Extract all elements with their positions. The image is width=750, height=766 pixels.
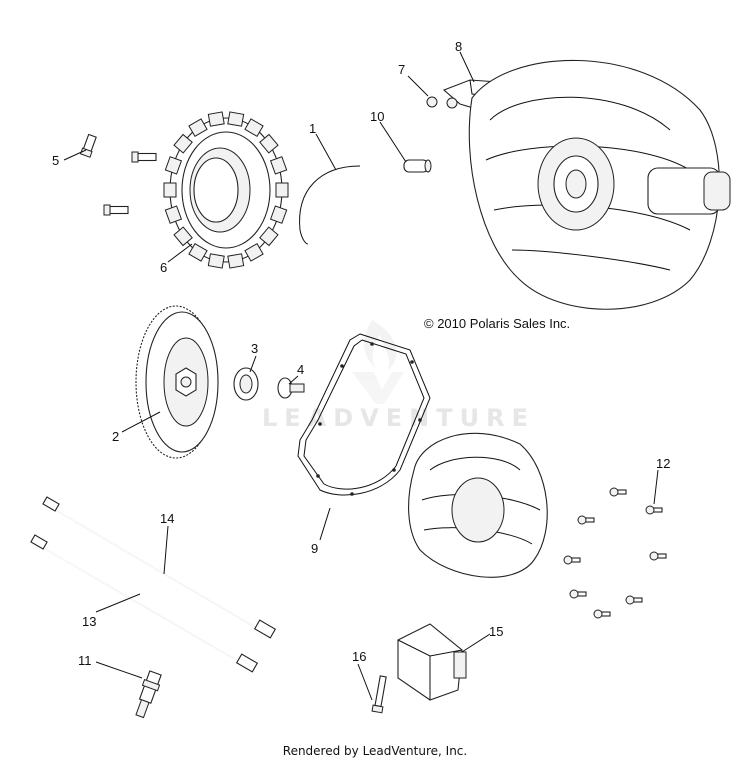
gasket-part [297, 333, 431, 496]
cover-bolt [625, 595, 643, 605]
stator-tooth [227, 253, 245, 269]
stator-tooth [227, 111, 245, 127]
stator-tooth [259, 133, 279, 154]
stator-bolts [79, 133, 157, 216]
bracket-bolts [426, 96, 458, 109]
callout-8: 8 [455, 39, 462, 54]
cover-bolt [577, 515, 595, 525]
stator-tooth [244, 118, 264, 138]
stator-tooth [207, 111, 225, 127]
cover-bolt [609, 487, 627, 497]
callout-9: 9 [311, 541, 318, 556]
stator-tooth [163, 182, 177, 198]
callout-16: 16 [352, 649, 366, 664]
cover-bolt [563, 555, 581, 565]
flywheel-part [135, 305, 219, 459]
housing-part [468, 59, 731, 310]
regulator-part [397, 623, 467, 701]
stator-tooth [269, 205, 288, 224]
cover-bolt [593, 609, 611, 619]
callout-1: 1 [309, 121, 316, 136]
callout-12: 12 [656, 456, 670, 471]
dowel-pin-part [403, 159, 432, 173]
cover-bolt [645, 505, 663, 515]
stator-tooth [164, 205, 183, 224]
callout-4: 4 [297, 362, 304, 377]
callout-14: 14 [160, 511, 174, 526]
callout-13: 13 [82, 614, 96, 629]
callouts: 1 2 3 4 5 6 7 8 9 10 11 12 13 14 15 16 [52, 39, 670, 668]
stator-tooth [259, 226, 279, 247]
wire-part [299, 165, 361, 245]
cover-bolt [569, 589, 587, 599]
stator-tooth [173, 226, 193, 247]
footer-text: Rendered by LeadVenture, Inc. [282, 744, 468, 758]
cable-part-14 [42, 496, 277, 639]
stator-tooth [188, 242, 208, 262]
stator-tooth [164, 156, 183, 175]
gasket-holes [316, 342, 422, 496]
watermark-text: LEADVENTURE [262, 404, 535, 432]
callout-7: 7 [398, 62, 405, 77]
stator-tooth [207, 253, 225, 269]
stator-part [163, 111, 289, 269]
callout-2: 2 [112, 429, 119, 444]
stator-tooth [244, 242, 264, 262]
idler-gear-part [277, 377, 305, 399]
callout-3: 3 [251, 341, 258, 356]
stator-tooth [188, 118, 208, 138]
cable-part-13 [30, 534, 259, 673]
cover-bolts [563, 487, 667, 619]
stator-tooth [275, 182, 289, 198]
stator-tooth [173, 133, 193, 154]
stator-tooth [269, 156, 288, 175]
cover-bolt [649, 551, 667, 561]
callout-6: 6 [160, 260, 167, 275]
callout-5: 5 [52, 153, 59, 168]
regulator-bolt [371, 675, 387, 714]
leader-lines [63, 51, 659, 701]
cover-part [408, 432, 548, 578]
callout-10: 10 [370, 109, 384, 124]
watermark-logo [352, 320, 404, 404]
copyright-text: © 2010 Polaris Sales Inc. [424, 316, 571, 331]
callout-15: 15 [489, 624, 503, 639]
callout-11: 11 [78, 653, 92, 668]
spark-plug-part [135, 670, 162, 719]
starter-clutch-part [233, 367, 259, 401]
